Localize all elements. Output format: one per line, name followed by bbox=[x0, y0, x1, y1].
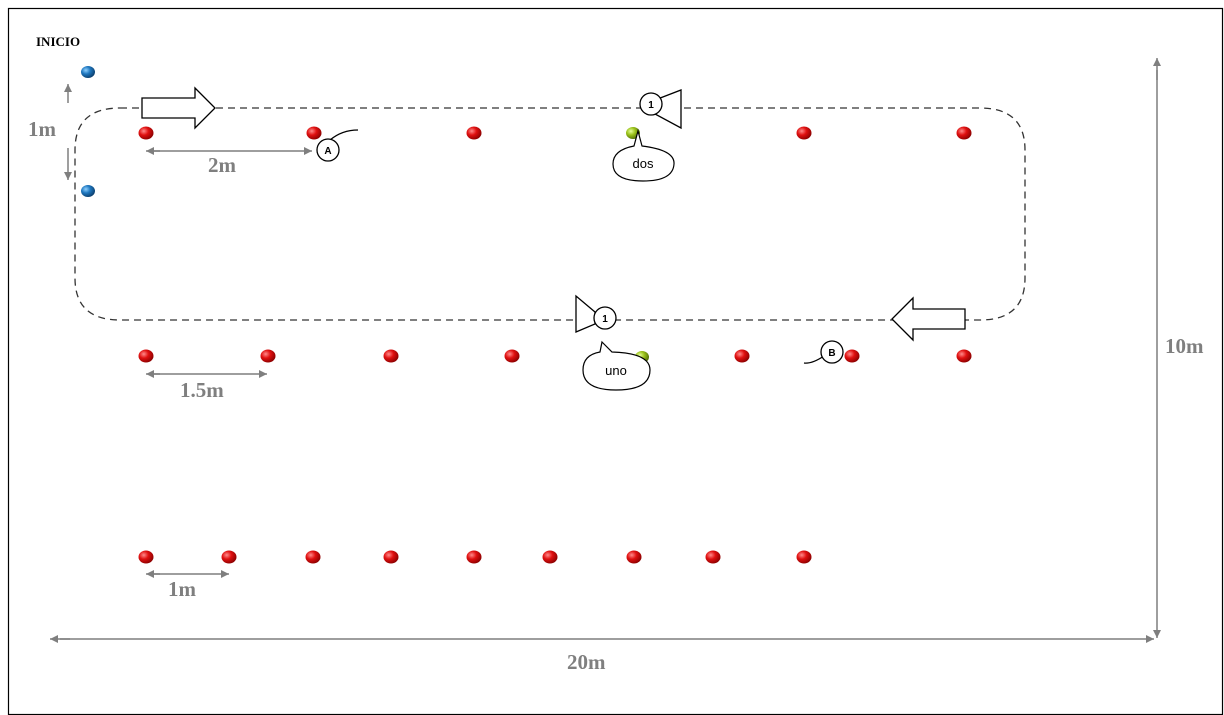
direction-arrow-right-icon bbox=[141, 86, 216, 130]
red-cone bbox=[383, 550, 399, 564]
red-cone bbox=[138, 126, 154, 140]
cone-row-1-5m bbox=[138, 349, 972, 363]
player-top-number: 1 bbox=[648, 100, 654, 111]
red-cone bbox=[221, 550, 237, 564]
dimension-10m-label: 10m bbox=[1165, 334, 1204, 358]
red-cone bbox=[844, 349, 860, 363]
red-cone bbox=[260, 349, 276, 363]
start-cones bbox=[81, 66, 95, 197]
red-cone bbox=[956, 126, 972, 140]
red-cone bbox=[956, 349, 972, 363]
player-a-marker: A bbox=[316, 129, 359, 162]
red-cone bbox=[796, 550, 812, 564]
cone-row-2m bbox=[138, 126, 972, 140]
speech-bubble-bottom: uno bbox=[582, 340, 651, 391]
player-bottom: 1 bbox=[575, 294, 617, 333]
player-a-label: A bbox=[324, 146, 331, 157]
player-top: 1 bbox=[639, 89, 682, 130]
red-cone bbox=[138, 550, 154, 564]
player-b-marker: B bbox=[803, 340, 844, 364]
red-cone bbox=[504, 349, 520, 363]
speech-bubble-top-text: dos bbox=[633, 156, 654, 171]
start-label: INICIO bbox=[36, 34, 80, 49]
red-cone bbox=[734, 349, 750, 363]
red-cone bbox=[705, 550, 721, 564]
red-cone bbox=[383, 349, 399, 363]
dimension-1m-vertical-label: 1m bbox=[28, 117, 57, 141]
red-cone bbox=[542, 550, 558, 564]
dimension-20m-label: 20m bbox=[567, 650, 606, 674]
red-cone bbox=[306, 126, 322, 140]
red-cone bbox=[796, 126, 812, 140]
speech-bubble-top: dos bbox=[612, 128, 675, 182]
direction-arrow-left-icon bbox=[891, 296, 966, 342]
red-cone bbox=[138, 349, 154, 363]
dimension-1m-label: 1m bbox=[168, 577, 197, 601]
blue-cone bbox=[81, 66, 95, 78]
blue-cone bbox=[81, 185, 95, 197]
dimension-1-5m-label: 1.5m bbox=[180, 378, 224, 402]
speech-bubble-bottom-text: uno bbox=[605, 363, 627, 378]
player-bottom-number: 1 bbox=[602, 314, 608, 325]
red-cone bbox=[466, 550, 482, 564]
red-cone bbox=[466, 126, 482, 140]
red-cone bbox=[626, 550, 642, 564]
player-b-label: B bbox=[828, 348, 835, 359]
dimension-2m-label: 2m bbox=[208, 153, 237, 177]
red-cone bbox=[305, 550, 321, 564]
cone-row-1m bbox=[138, 550, 812, 564]
circuit-path bbox=[74, 107, 1026, 321]
